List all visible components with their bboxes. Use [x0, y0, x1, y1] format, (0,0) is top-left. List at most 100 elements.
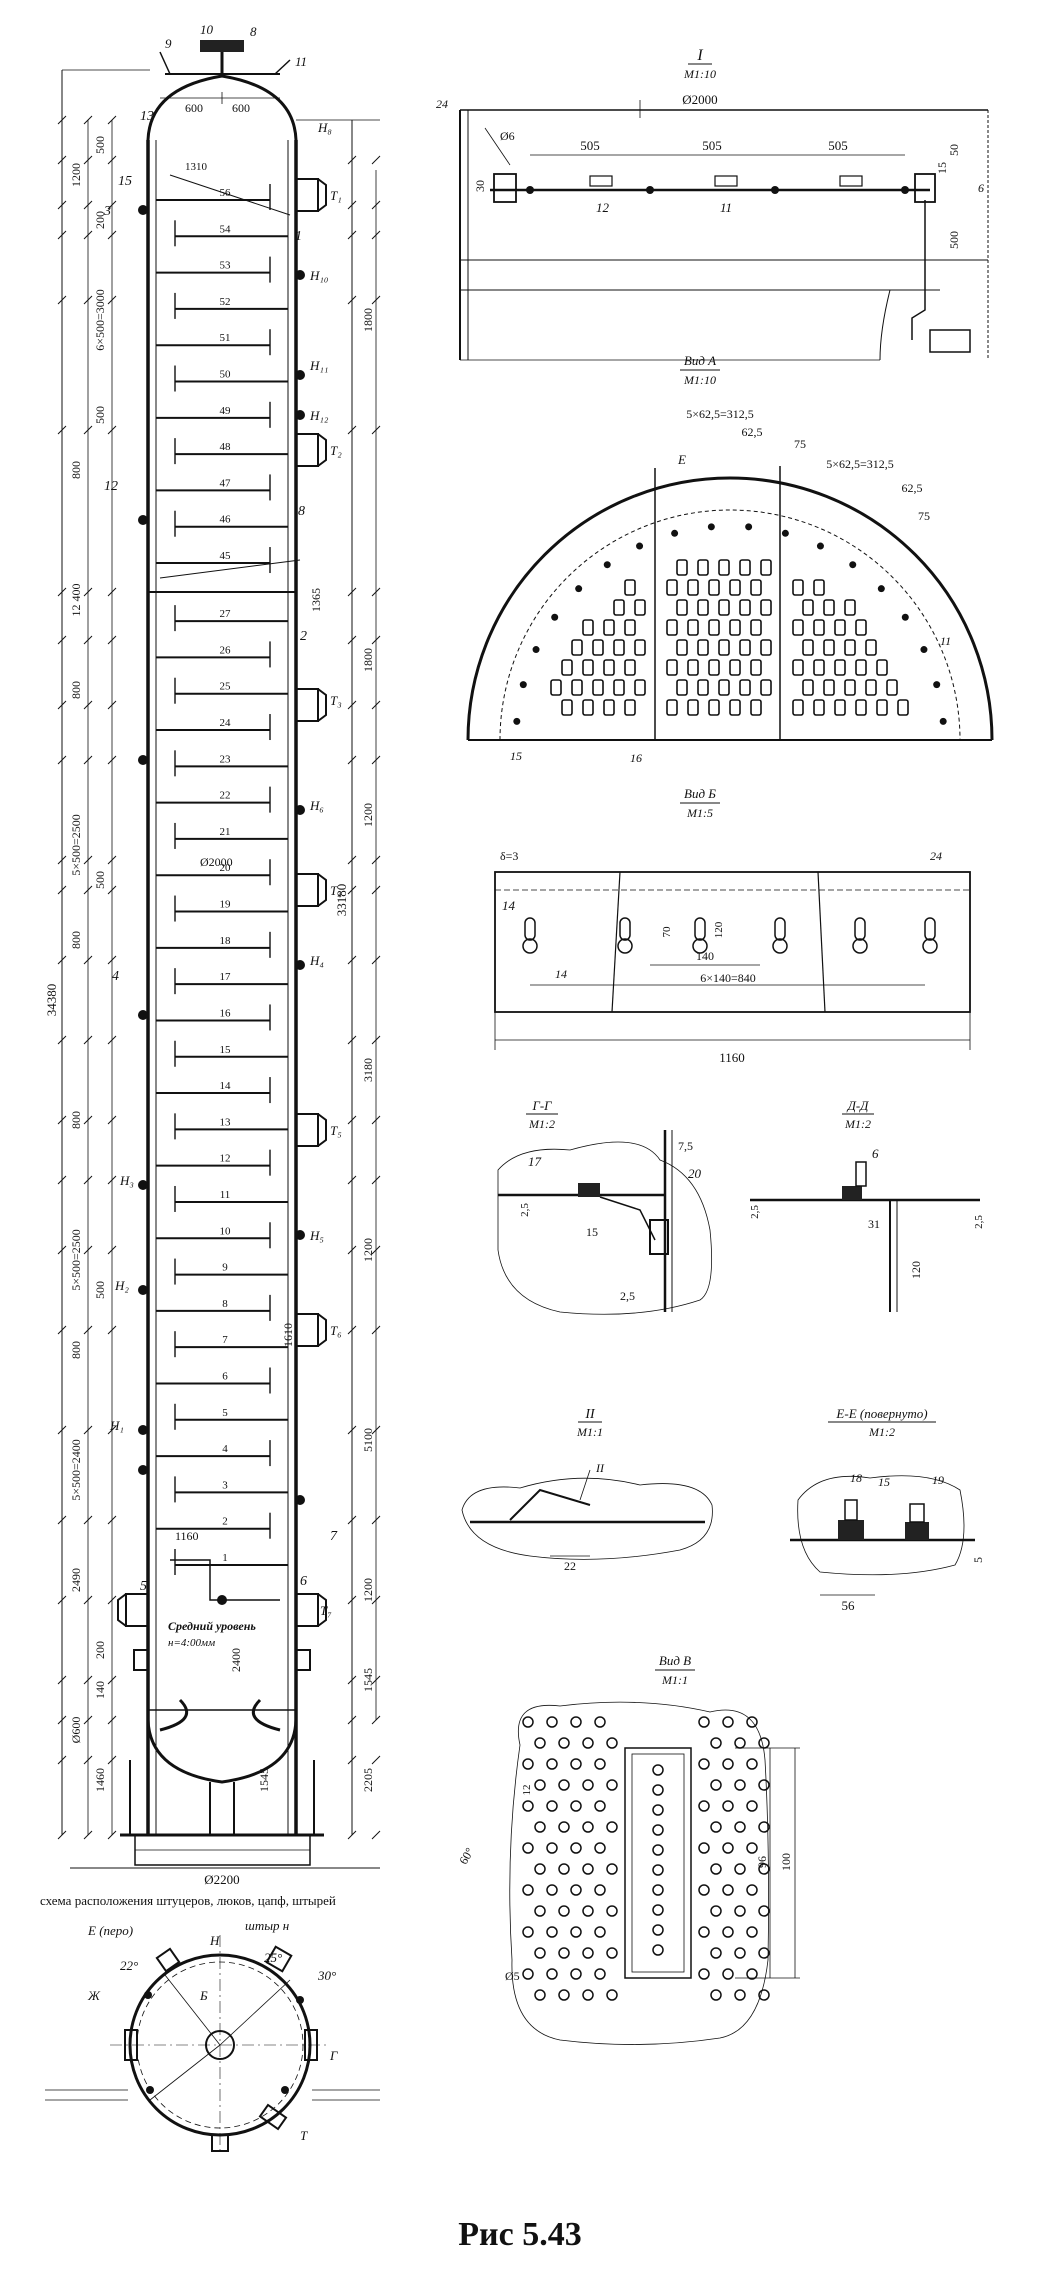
left-dimension: 5×500=2400 — [69, 1439, 83, 1501]
perforation-hole — [698, 1968, 710, 1980]
dimension-tick — [107, 200, 117, 210]
dimension-tick — [57, 755, 67, 765]
dimension-tick — [347, 1175, 357, 1185]
view-V-perforation: Вид В М1:1 — [509, 1653, 800, 2045]
perforation-hole — [522, 1926, 534, 1938]
perforation-hole — [546, 1968, 558, 1980]
valve-slot — [550, 679, 562, 696]
inner-dimension: 1610 — [281, 1323, 295, 1347]
nozzle-label: Н₁₂ — [309, 408, 329, 423]
view-B-dimension: 1160 — [719, 1050, 745, 1065]
dimension-tick — [347, 1755, 357, 1765]
nozzle-label: Н₅ — [309, 1228, 324, 1243]
dimension-tick — [57, 635, 67, 645]
valve-slot — [676, 559, 688, 576]
dimension-tick — [57, 425, 67, 435]
valve-slot — [897, 699, 909, 716]
dimension-tick — [57, 587, 67, 597]
dimension-tick — [83, 155, 93, 165]
perforation-hole — [606, 1779, 618, 1791]
bolt-hole — [852, 938, 868, 954]
right-dimension: 1200 — [361, 1578, 375, 1602]
nozzle-label: Н₆ — [309, 798, 324, 813]
nozzle-label: Н₃ — [119, 1173, 134, 1188]
section-GG-dimension: 7,5 — [678, 1139, 693, 1153]
inner-dimension: 1310 — [185, 161, 208, 173]
perforation-hole — [698, 1758, 710, 1770]
valve-slot — [708, 619, 720, 636]
perforation-hole — [734, 1737, 746, 1749]
dimension-tick — [347, 230, 357, 240]
valve-slot — [792, 659, 804, 676]
valve-slot — [813, 699, 825, 716]
right-dimension: 1200 — [361, 1238, 375, 1262]
tray-number: 9 — [222, 1262, 228, 1274]
dimension-tick — [347, 855, 357, 865]
valve-slot — [718, 599, 730, 616]
left-dimension: 12 400 — [69, 584, 83, 617]
tray-number: 26 — [220, 644, 232, 656]
view-B-weir: Вид Б М1:5 — [494, 786, 971, 1050]
section-GG-dimension: 2,5 — [620, 1289, 635, 1303]
valve-slot — [855, 659, 867, 676]
bolt-hole — [772, 938, 788, 954]
detail-II-callout: II — [595, 1461, 605, 1475]
dimension-tick — [347, 587, 357, 597]
dimension-tick — [107, 115, 117, 125]
perimeter-bolt — [745, 523, 753, 531]
dimension-tick — [83, 1715, 93, 1725]
base-diameter: Ø2200 — [204, 1872, 239, 1887]
dimension-tick — [371, 1830, 381, 1840]
view-I-callout: 6 — [978, 181, 984, 195]
left-dimension: 500 — [93, 406, 107, 424]
nozzle-label: Т₄ — [330, 883, 342, 898]
overall-height: 33180 — [334, 884, 349, 917]
view-A-dimension: 62,5 — [902, 481, 923, 495]
tray-number: 20 — [220, 862, 232, 874]
perimeter-bolt — [933, 681, 941, 689]
dimension-tick — [83, 755, 93, 765]
section-GG-dimension: 2,5 — [519, 1203, 531, 1217]
perforation-hole — [546, 1758, 558, 1770]
view-A-dimension: 62,5 — [742, 425, 763, 439]
valve-slot — [613, 679, 625, 696]
dimension-tick — [57, 1830, 67, 1840]
valve-slot — [760, 639, 772, 656]
perforation-hole — [652, 1864, 664, 1876]
valve-slot — [739, 679, 751, 696]
nozzle-label: Т₁ — [330, 188, 342, 203]
view-V-dimension: 60° — [456, 1845, 477, 1867]
tray-number: 16 — [220, 1007, 232, 1019]
perforation-hole — [534, 1905, 546, 1917]
dimension-tick — [371, 295, 381, 305]
left-dimension: 1460 — [93, 1768, 107, 1792]
perforation-hole — [746, 1800, 758, 1812]
tray-number: 18 — [220, 935, 232, 947]
perforation-hole — [758, 1863, 770, 1875]
section-GG: Г-Г М1:2 — [497, 1098, 712, 1315]
callout-number: 4 — [112, 969, 119, 984]
valve-slot — [823, 599, 835, 616]
dimension-tick — [57, 1675, 67, 1685]
valve-slot — [687, 579, 699, 596]
column-elevation — [70, 40, 380, 1869]
detail-II-labels: 22 II — [564, 1461, 605, 1573]
tray-number: 4 — [222, 1443, 228, 1455]
dimension-tick — [107, 1175, 117, 1185]
plan-label: Ж — [87, 1988, 101, 2003]
shell-diameter: Ø2000 — [200, 855, 233, 869]
valve-slot — [666, 659, 678, 676]
perimeter-bolt — [513, 717, 521, 725]
nozzle-label: Н₁₁ — [309, 358, 328, 373]
perforation-hole — [722, 1884, 734, 1896]
right-dimension: 1800 — [361, 648, 375, 672]
section-DD-callout: 6 — [872, 1146, 879, 1161]
top-dimension: 600 — [232, 101, 250, 115]
perforation-hole — [698, 1716, 710, 1728]
valve-slot — [624, 659, 636, 676]
dimension-tick — [57, 295, 67, 305]
detail-II-dimension: 22 — [564, 1559, 576, 1573]
dimension-tick — [107, 1245, 117, 1255]
tray-number: 45 — [220, 550, 232, 562]
